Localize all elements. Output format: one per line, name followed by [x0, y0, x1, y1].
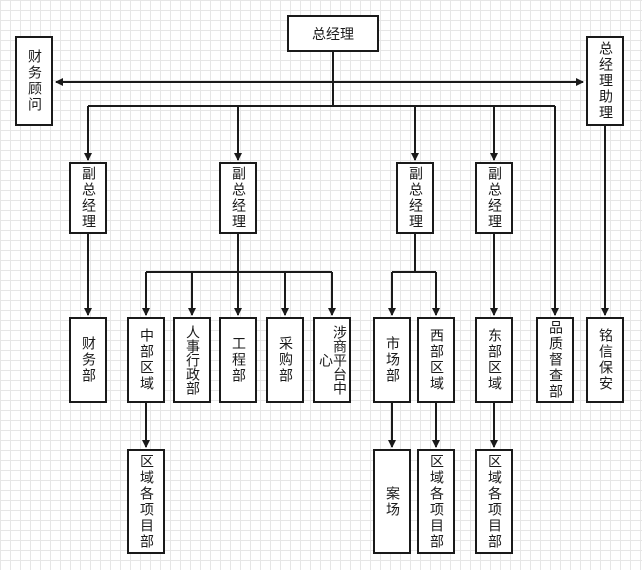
- quality-inspection-label: 品质督查部: [547, 320, 563, 400]
- central-region-box: 中部区域: [127, 317, 165, 403]
- vp-label-4: 副总经理: [486, 166, 502, 230]
- marketing-box: 市场部: [373, 317, 411, 403]
- finance-advisor-box: 财务顾问: [15, 36, 53, 126]
- business-platform-label: 涉商平台中心: [317, 325, 347, 395]
- vp-box-4: 副总经理: [475, 162, 513, 234]
- finance-dept-box: 财务部: [69, 317, 107, 403]
- engineering-box: 工程部: [219, 317, 257, 403]
- general-manager-box: 总经理: [287, 15, 379, 52]
- east-region-label: 东部区域: [486, 328, 502, 392]
- security-label: 铭信保安: [597, 328, 613, 392]
- central-projects-box: 区域各项目部: [127, 449, 165, 554]
- hr-admin-label: 人事行政部: [184, 325, 200, 395]
- procurement-label: 采购部: [277, 336, 293, 384]
- gm-assistant-box: 总经理助理: [586, 36, 624, 126]
- sales-site-box: 案场: [373, 449, 411, 554]
- security-box: 铭信保安: [586, 317, 624, 403]
- vp-label-3: 副总经理: [407, 166, 423, 230]
- vp-label-1: 副总经理: [80, 166, 96, 230]
- general-manager-label: 总经理: [312, 26, 354, 43]
- sales-site-label: 案场: [384, 485, 400, 518]
- west-projects-label: 区域各项目部: [428, 453, 444, 550]
- vp-box-2: 副总经理: [219, 162, 257, 234]
- business-platform-box: 涉商平台中心: [313, 317, 351, 403]
- marketing-label: 市场部: [384, 336, 400, 384]
- east-projects-label: 区域各项目部: [486, 453, 502, 550]
- east-region-box: 东部区域: [475, 317, 513, 403]
- central-region-label: 中部区域: [138, 328, 154, 392]
- vp-label-2: 副总经理: [230, 166, 246, 230]
- engineering-label: 工程部: [230, 336, 246, 384]
- east-projects-box: 区域各项目部: [475, 449, 513, 554]
- vp-box-1: 副总经理: [69, 162, 107, 234]
- finance-advisor-label: 财务顾问: [26, 49, 42, 113]
- gm-assistant-label: 总经理助理: [597, 41, 613, 121]
- vp-box-3: 副总经理: [396, 162, 434, 234]
- procurement-box: 采购部: [266, 317, 304, 403]
- west-region-box: 西部区域: [417, 317, 455, 403]
- west-region-label: 西部区域: [428, 328, 444, 392]
- quality-inspection-box: 品质督查部: [536, 317, 574, 403]
- central-projects-label: 区域各项目部: [138, 453, 154, 550]
- west-projects-box: 区域各项目部: [417, 449, 455, 554]
- finance-dept-label: 财务部: [80, 336, 96, 384]
- hr-admin-box: 人事行政部: [173, 317, 211, 403]
